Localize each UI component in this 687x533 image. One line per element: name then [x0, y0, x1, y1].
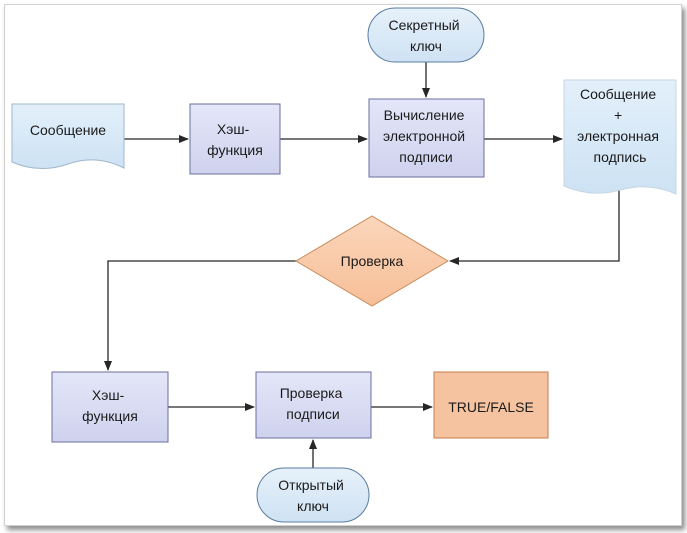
node-signed-message[interactable]: Сообщение + электронная подпись: [563, 79, 677, 195]
node-sign-verify-label: Проверка подписи: [280, 385, 347, 422]
node-check[interactable]: Проверка: [295, 215, 449, 307]
node-message[interactable]: Сообщение: [11, 103, 125, 169]
node-sign-calc[interactable]: Вычисление электронной подписи: [368, 98, 485, 178]
node-check-label: Проверка: [341, 253, 404, 269]
edge-signedmsg-check: [449, 187, 620, 265]
edge-check-hash2: [104, 260, 297, 371]
node-hash1[interactable]: Хэш- функция: [189, 103, 281, 175]
node-hash1-label: Хэш- функция: [207, 121, 263, 158]
node-result-label: TRUE/FALSE: [448, 399, 534, 415]
node-result[interactable]: TRUE/FALSE: [433, 371, 549, 439]
node-hash2-label: Хэш- функция: [82, 387, 138, 424]
node-hash2[interactable]: Хэш- функция: [51, 371, 169, 443]
node-public-key-label: Открытый ключ: [278, 477, 347, 514]
node-signed-message-label: Сообщение + электронная подпись: [577, 86, 663, 165]
node-public-key[interactable]: Открытый ключ: [256, 467, 370, 523]
node-secret-key[interactable]: Секретный ключ: [367, 7, 485, 63]
node-sign-verify[interactable]: Проверка подписи: [255, 371, 372, 439]
node-message-label: Сообщение: [30, 122, 106, 138]
node-sign-calc-label: Вычисление электронной подписи: [383, 107, 469, 165]
node-secret-key-label: Секретный ключ: [388, 17, 463, 54]
edges: [104, 62, 620, 468]
